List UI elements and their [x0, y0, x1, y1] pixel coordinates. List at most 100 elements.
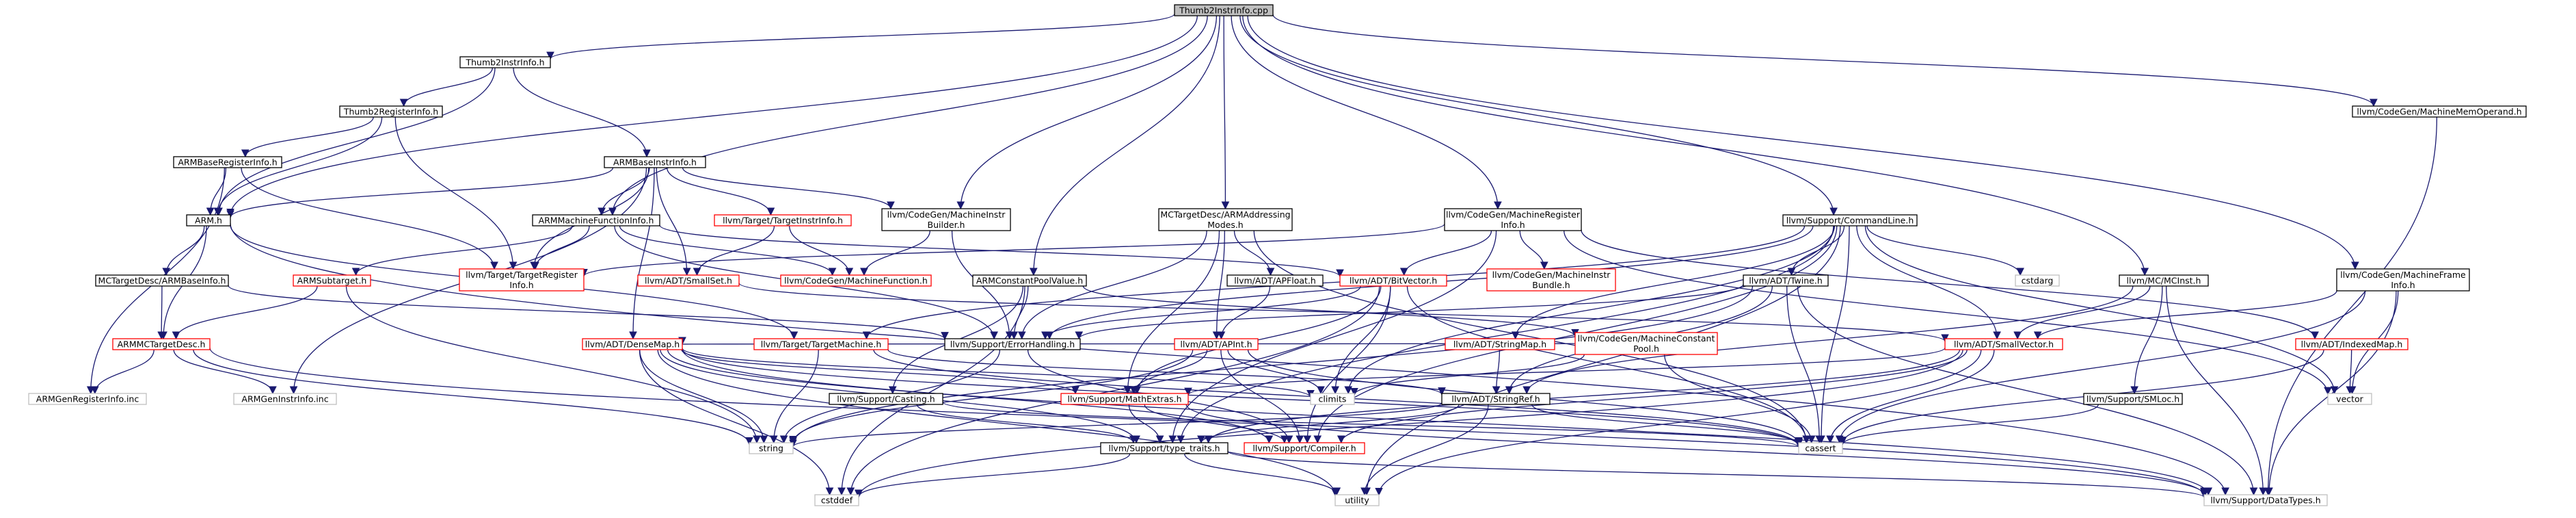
edge-mctargetdesc_armbaseinfo_h-to-errorhandling_h: [228, 285, 949, 340]
edge-root-to-armmachinefunctioninfo_h: [608, 15, 1208, 216]
node-apint-h[interactable]: llvm/ADT/APInt.h: [1174, 338, 1259, 350]
edge-armmctargetdesc_h-to-armgeninstrinfo_inc: [173, 349, 277, 395]
edge-root-to-machineregisterinfo_h: [1231, 15, 1502, 210]
node-arm-h[interactable]: ARM.h: [186, 214, 231, 226]
node-errorhandling-h[interactable]: llvm/Support/ErrorHandling.h: [944, 338, 1081, 350]
edge-type_traits_h-to-datatypes_h: [1227, 450, 2208, 498]
node-armmachinefunctioninfo-h[interactable]: ARMMachineFunctionInfo.h: [532, 214, 660, 226]
node-apfloat-h[interactable]: llvm/ADT/APFloat.h: [1226, 274, 1324, 287]
node-targetmachine-h[interactable]: llvm/Target/TargetMachine.h: [753, 338, 889, 350]
node-smallvector-h[interactable]: llvm/ADT/SmallVector.h: [1944, 338, 2063, 350]
edge-armmachinefunctioninfo_h-to-machinefunction_h: [619, 225, 837, 276]
edge-thumb2registerinfo_h-to-armbaseregisterinfo_h: [241, 116, 374, 158]
node-label: ARMGenInstrInfo.inc: [241, 394, 328, 404]
node-armsubtarget-h[interactable]: ARMSubtarget.h: [293, 274, 371, 287]
node-label: ARMMCTargetDesc.h: [118, 339, 206, 350]
edge-indexedmap_h-to-vector: [2346, 349, 2354, 395]
node-label: Thumb2RegisterInfo.h: [343, 107, 438, 117]
node-label: llvm/ADT/IndexedMap.h: [2301, 339, 2403, 350]
node-box: [829, 393, 943, 405]
node-stringmap-h[interactable]: llvm/ADT/StringMap.h: [1445, 338, 1555, 350]
node-mctargetdesc-armbaseinfo-h[interactable]: MCTargetDesc/ARMBaseInfo.h: [95, 274, 229, 287]
node-mcinst-h[interactable]: llvm/MC/MCInst.h: [2119, 274, 2209, 287]
edge-root-to-machinememoperand_h: [1272, 14, 2378, 107]
node-armmctargetdesc-h[interactable]: ARMMCTargetDesc.h: [112, 338, 211, 350]
node-compiler-h[interactable]: llvm/Support/Compiler.h: [1244, 442, 1365, 454]
edge-smallvector_h-to-type_traits_h: [1204, 349, 1961, 444]
node-label: ARMBaseRegisterInfo.h: [178, 157, 277, 168]
node-label: cstdarg: [2022, 276, 2054, 286]
edge-armbaseregisterinfo_h-to-targetregisterinfo_h: [241, 167, 498, 270]
node-label: Builder.h: [928, 220, 965, 230]
edge-densemap_h-to-cstddef: [639, 349, 834, 496]
edge-stringref_h-to-utility: [1360, 404, 1489, 496]
node-twine-h[interactable]: llvm/ADT/Twine.h: [1743, 274, 1829, 287]
edge-twine_h-to-errorhandling_h: [1075, 283, 1744, 340]
edge-commandline_h-to-cassert: [1817, 225, 1850, 444]
node-casting-h[interactable]: llvm/Support/Casting.h: [829, 393, 943, 405]
edge-armaddressingmodes_h-to-mathextras_h: [1123, 230, 1220, 395]
edge-root-to-machineinstrbuilder_h: [956, 15, 1218, 210]
edge-mcinst_h-to-stringref_h: [1522, 285, 2134, 395]
node-label: Pool.h: [1633, 344, 1659, 354]
node-box: [780, 274, 932, 287]
edge-type_traits_h-to-utility: [1184, 453, 1341, 496]
edge-densemap_h-to-utility: [657, 349, 1339, 497]
node-utility: utility: [1334, 494, 1380, 506]
node-label: llvm/Target/TargetInstrInfo.h: [723, 216, 843, 226]
node-label: llvm/Support/ErrorHandling.h: [950, 339, 1075, 350]
node-box: [2327, 393, 2372, 405]
node-label: ARM.h: [195, 216, 222, 226]
edge-armsubtarget_h-to-armmctargetdesc_h: [172, 285, 318, 340]
edge-root-to-armconstantpoolvalue_h: [1029, 15, 1220, 276]
node-type-traits-h[interactable]: llvm/Support/type_traits.h: [1100, 442, 1229, 454]
edge-stringref_h-to-string: [789, 402, 1443, 448]
node-smallset-h[interactable]: llvm/ADT/SmallSet.h: [637, 274, 740, 287]
edge-type_traits_h-to-cstddef: [855, 453, 1131, 498]
node-machinefunction-h[interactable]: llvm/CodeGen/MachineFunction.h: [780, 274, 932, 287]
node-box: [293, 274, 371, 287]
node-targetinstrinfo-h[interactable]: llvm/Target/TargetInstrInfo.h: [714, 214, 852, 226]
node-armconstantpoolvalue-h[interactable]: ARMConstantPoolValue.h: [972, 274, 1087, 287]
node-thumb2registerinfo-h[interactable]: Thumb2RegisterInfo.h: [339, 105, 443, 118]
node-label: llvm/Support/Casting.h: [837, 394, 935, 404]
node-box: [1174, 4, 1274, 16]
edge-armbaseregisterinfo_h-to-arm_h: [206, 167, 227, 216]
node-machinememoperand-h[interactable]: llvm/CodeGen/MachineMemOperand.h: [2352, 105, 2527, 118]
edge-apint_h-to-string: [789, 349, 1194, 444]
edge-root-to-mcinst_h: [1242, 15, 2149, 276]
node-armbaseregisterinfo-h[interactable]: ARMBaseRegisterInfo.h: [173, 156, 282, 168]
edge-bitvector_h-to-cstddef: [846, 285, 1380, 496]
edge-mathextras_h-to-compiler_h: [1144, 404, 1289, 444]
edge-armmctargetdesc_h-to-armgenregisterinfo_inc: [90, 349, 155, 395]
edge-mcinst_h-to-smloc_h: [2130, 285, 2163, 395]
edge-smallvector_h-to-compiler_h: [1337, 349, 1968, 444]
node-thumb2instrinfo-h[interactable]: Thumb2InstrInfo.h: [459, 56, 551, 68]
edge-thumb2instrinfo_h-to-armbaseinstrinfo_h: [513, 67, 651, 158]
edge-root-to-machineframeinfo_h: [1247, 15, 2359, 270]
node-densemap-h[interactable]: llvm/ADT/DenseMap.h: [582, 338, 683, 350]
edge-densemap_h-to-climits: [682, 348, 1315, 398]
node-root: Thumb2InstrInfo.cpp: [1174, 4, 1274, 16]
node-label: Info.h: [509, 280, 533, 290]
node-bitvector-h[interactable]: llvm/ADT/BitVector.h: [1339, 274, 1447, 287]
edge-machineregisterinfo_h-to-bitvector_h: [1399, 230, 1492, 276]
node-indexedmap-h[interactable]: llvm/ADT/IndexedMap.h: [2295, 338, 2409, 350]
node-stringref-h[interactable]: llvm/ADT/StringRef.h: [1441, 393, 1551, 405]
node-armgenregisterinfo-inc: ARMGenRegisterInfo.inc: [28, 393, 147, 405]
edge-armbaseinstrinfo_h-to-smallset_h: [656, 167, 691, 276]
node-box: [1445, 338, 1555, 350]
node-commandline-h[interactable]: llvm/Support/CommandLine.h: [1782, 214, 1918, 226]
node-smloc-h[interactable]: llvm/Support/SMLoc.h: [2083, 393, 2183, 405]
node-armbaseinstrinfo-h[interactable]: ARMBaseInstrInfo.h: [604, 156, 706, 168]
node-mathextras-h[interactable]: llvm/Support/MathExtras.h: [1060, 393, 1189, 405]
edge-bitvector_h-to-errorhandling_h: [1041, 285, 1361, 340]
